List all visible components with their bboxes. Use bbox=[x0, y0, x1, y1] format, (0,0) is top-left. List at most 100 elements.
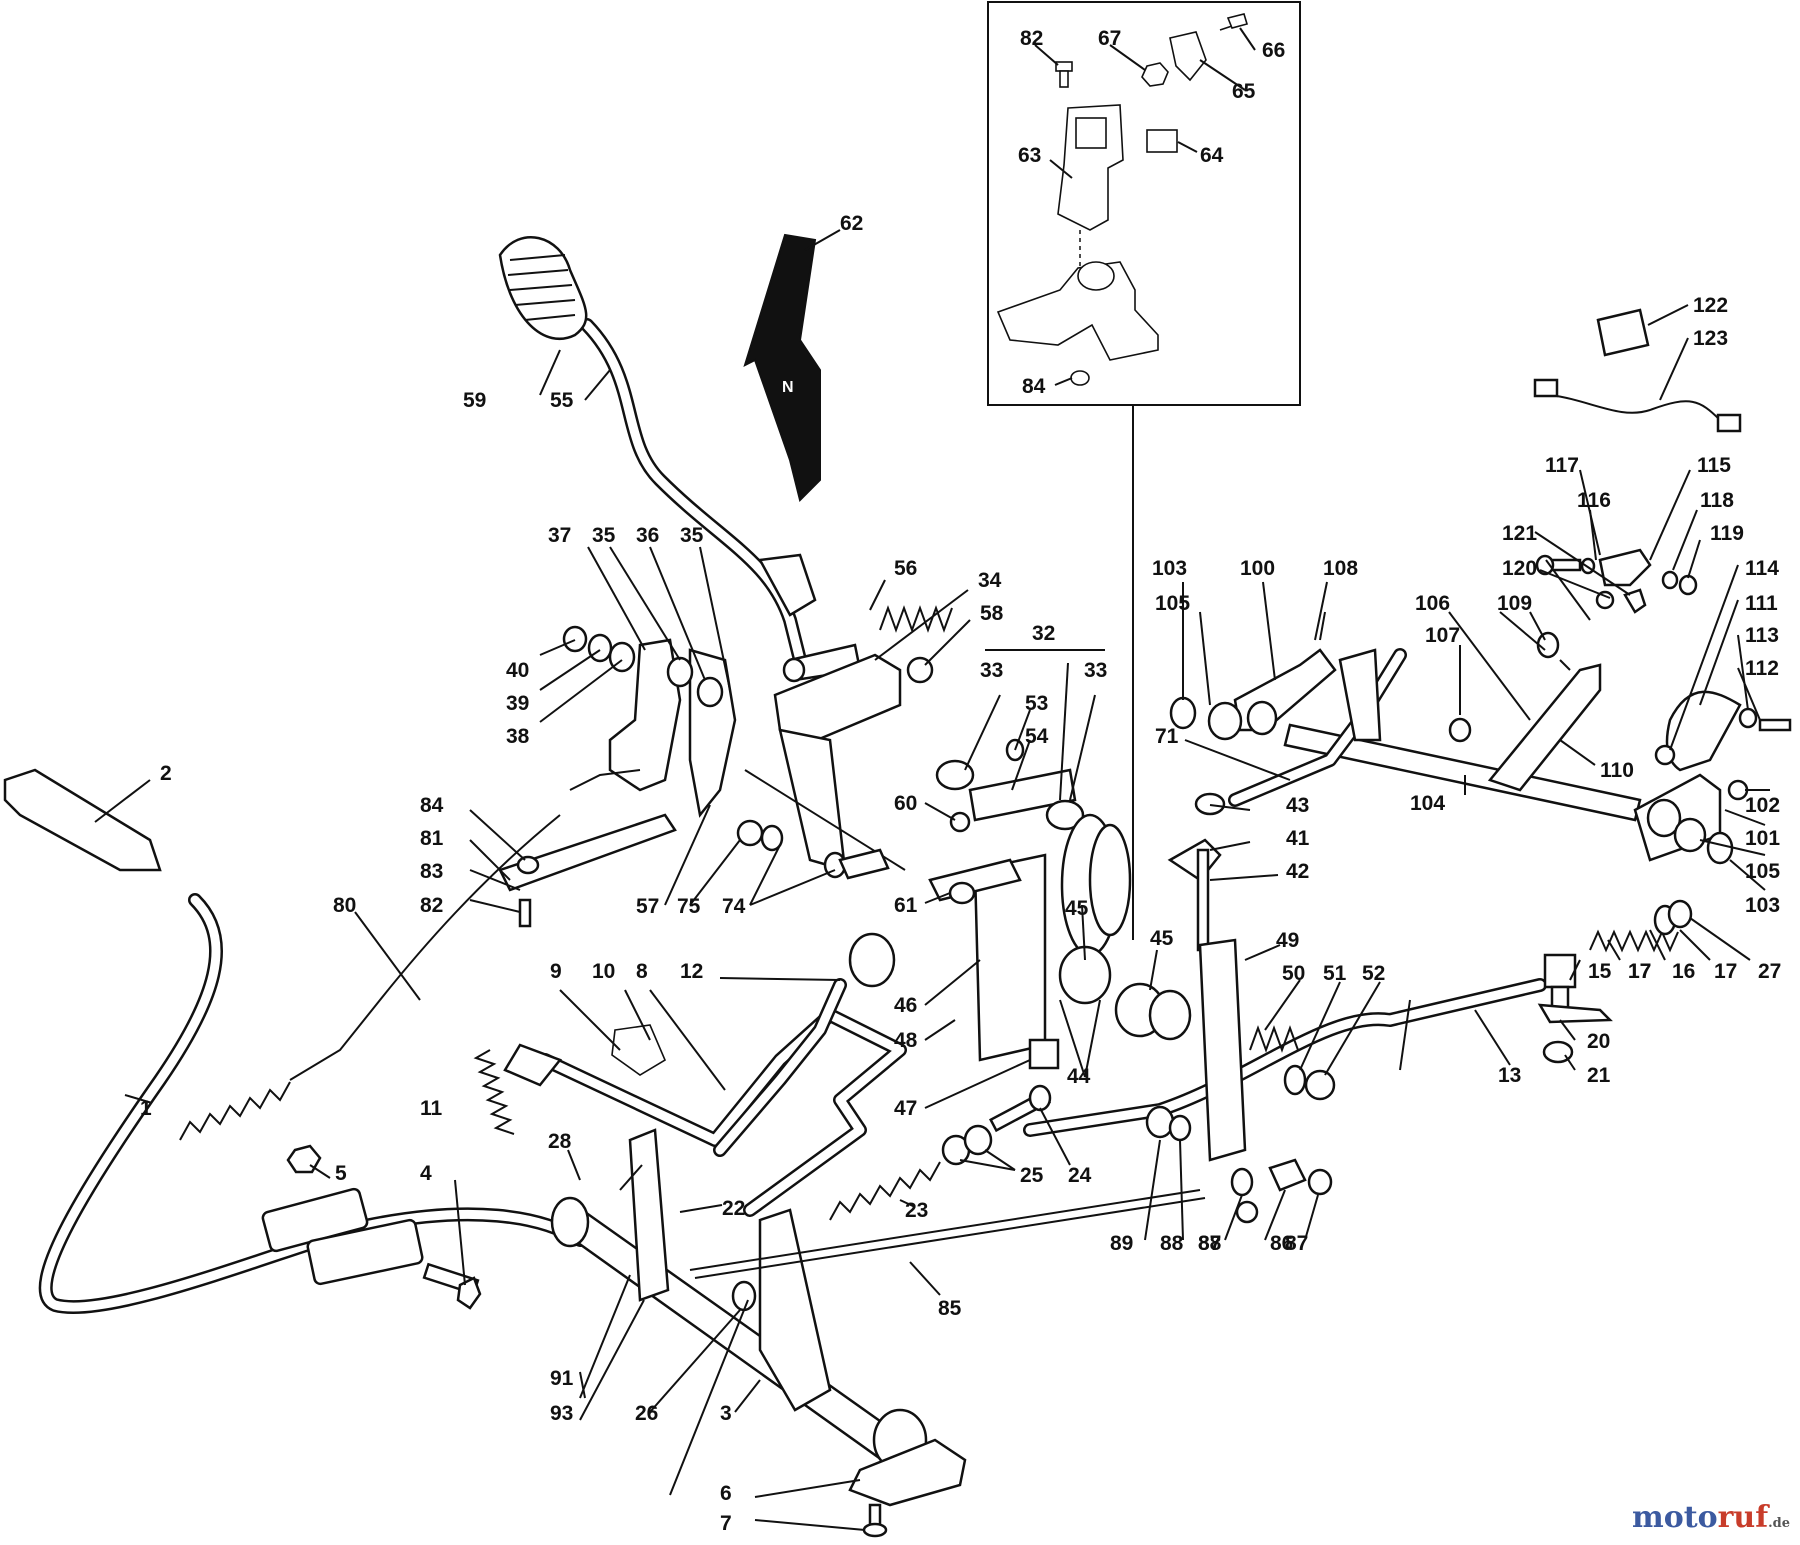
part-label: 88 bbox=[1198, 1232, 1222, 1255]
part-label: 105 bbox=[1155, 592, 1190, 615]
plate-81 bbox=[498, 813, 677, 928]
link-49 bbox=[1198, 938, 1336, 1162]
clip-121 bbox=[1623, 588, 1647, 614]
plate-36 bbox=[688, 648, 737, 818]
spring-50 bbox=[1249, 1025, 1299, 1053]
part-label: 84 bbox=[1022, 375, 1046, 398]
part-label: 17 bbox=[1628, 960, 1651, 983]
part-label: 123 bbox=[1693, 327, 1728, 350]
spring-56 bbox=[879, 605, 953, 633]
pivot-33 bbox=[935, 738, 1085, 831]
part-label: 9 bbox=[550, 960, 562, 983]
nut-21 bbox=[1542, 1040, 1574, 1064]
bolt-4 bbox=[422, 1262, 482, 1310]
part-label: 41 bbox=[1286, 827, 1310, 850]
part-label: 108 bbox=[1323, 557, 1358, 580]
part-label: 113 bbox=[1745, 624, 1779, 647]
bolt-109 bbox=[1536, 631, 1560, 659]
nut-119 bbox=[1678, 574, 1698, 596]
washer-103 bbox=[1169, 696, 1197, 730]
nut-89 bbox=[1145, 1105, 1175, 1139]
leader-lines bbox=[94, 27, 1770, 1531]
part-label: 5 bbox=[335, 1162, 347, 1185]
rod-13 bbox=[1023, 899, 1693, 1137]
part-label: 65 bbox=[1232, 80, 1256, 103]
part-label: 47 bbox=[894, 1097, 917, 1120]
part-label: 91 bbox=[550, 1367, 574, 1390]
lever-plate bbox=[758, 553, 817, 617]
nut-67 bbox=[1141, 62, 1169, 87]
bolt-42 bbox=[1196, 848, 1210, 952]
part-label: 33 bbox=[980, 659, 1003, 682]
bracket-6 bbox=[848, 1438, 967, 1507]
pedal-2 bbox=[3, 768, 162, 872]
part-label: 28 bbox=[548, 1130, 572, 1153]
part-label: 7 bbox=[720, 1512, 732, 1535]
part-label: 23 bbox=[905, 1199, 928, 1222]
part-label: 103 bbox=[1745, 894, 1780, 917]
part-label: 119 bbox=[1710, 522, 1744, 545]
part-label: 46 bbox=[894, 994, 917, 1017]
part-label: 55 bbox=[550, 389, 574, 412]
inset-frame bbox=[987, 1, 1301, 406]
part-label: 6 bbox=[720, 1482, 732, 1505]
part-label: 64 bbox=[1200, 144, 1224, 167]
part-label: 43 bbox=[1286, 794, 1309, 817]
part-label: 117 bbox=[1545, 454, 1579, 477]
part-label: 114 bbox=[1745, 557, 1779, 580]
center-bracket-46 bbox=[928, 811, 1060, 1070]
part-label: 106 bbox=[1415, 592, 1450, 615]
plate-20 bbox=[1537, 1003, 1613, 1024]
watermark-brand-part2: ruf bbox=[1717, 1500, 1769, 1535]
pedal-assembly bbox=[3, 768, 587, 1315]
lever-bracket-group bbox=[562, 625, 934, 879]
bracket-111 bbox=[1665, 690, 1742, 772]
spring-11 bbox=[473, 1049, 515, 1135]
bracket-41 bbox=[1167, 838, 1222, 882]
part-label: 49 bbox=[1276, 929, 1299, 952]
part-label: 21 bbox=[1587, 1064, 1611, 1087]
speed-quadrant-62: N bbox=[743, 233, 821, 502]
part-label: 37 bbox=[548, 524, 571, 547]
bolt-107 bbox=[1448, 717, 1472, 743]
part-label: 11 bbox=[420, 1097, 443, 1120]
part-label: 121 bbox=[1502, 522, 1537, 545]
clip-65 bbox=[1169, 31, 1207, 82]
cross-shaft-3 bbox=[550, 1196, 967, 1538]
washer-35 bbox=[666, 656, 694, 688]
nut-87 bbox=[1235, 1200, 1259, 1224]
part-label: 20 bbox=[1587, 1030, 1610, 1053]
cam-plates bbox=[1058, 792, 1226, 1041]
part-label: 3 bbox=[720, 1402, 732, 1425]
rod-85 bbox=[689, 1189, 1201, 1271]
part-label: 61 bbox=[894, 894, 918, 917]
part-label: 17 bbox=[1628, 960, 1651, 983]
part-label: 24 bbox=[1068, 1164, 1092, 1187]
bolt-116 bbox=[1535, 554, 1582, 576]
part-label: 4 bbox=[420, 1162, 432, 1185]
part-label: 2 bbox=[160, 762, 172, 785]
bracket-9 bbox=[503, 1043, 563, 1087]
part-label: 35 bbox=[680, 524, 704, 547]
screw-7 bbox=[862, 1503, 888, 1538]
part-labels: 1 2 3 4 5 6 7 8 9 10 11 12 13 15 16 17 1… bbox=[140, 27, 1781, 1535]
part-label: 57 bbox=[636, 895, 659, 918]
washer-51 bbox=[1283, 1064, 1307, 1096]
part-label: 89 bbox=[1110, 1232, 1133, 1255]
part-label: 8 bbox=[636, 960, 648, 983]
nut-40 bbox=[562, 625, 588, 653]
part-label: 53 bbox=[1025, 692, 1048, 715]
nut-52 bbox=[1304, 1069, 1336, 1101]
part-label: 54 bbox=[1025, 725, 1049, 748]
bolt-112 bbox=[1758, 718, 1792, 732]
part-label: 85 bbox=[938, 1297, 962, 1320]
rod-57 bbox=[569, 769, 641, 791]
block-47 bbox=[1028, 1038, 1060, 1070]
part-label: 26 bbox=[635, 1402, 658, 1425]
nut-61 bbox=[948, 881, 976, 905]
nut-87-right bbox=[1307, 1168, 1333, 1196]
part-label: 110 bbox=[1600, 759, 1634, 782]
spring-pedal bbox=[179, 1081, 291, 1141]
part-label: 105 bbox=[1745, 860, 1780, 883]
washer-113 bbox=[1738, 707, 1758, 729]
